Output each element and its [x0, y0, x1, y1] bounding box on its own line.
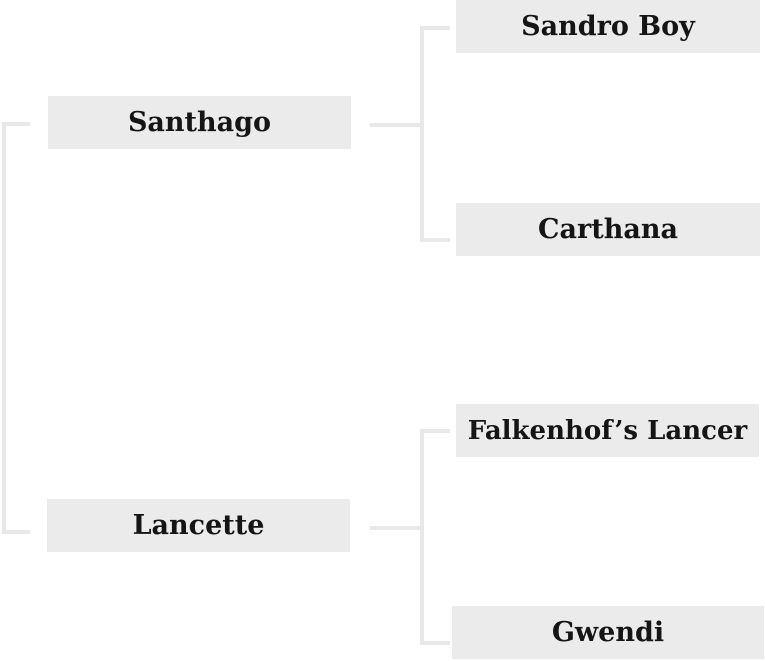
dam-sire-box: Falkenhof’s Lancer: [456, 404, 759, 457]
sire-name: Santhago: [127, 107, 272, 138]
dam-box: Lancette: [47, 499, 350, 552]
dam-sire-name: Falkenhof’s Lancer: [467, 415, 748, 446]
sire-sire-box: Sandro Boy: [456, 0, 760, 53]
sire-sire-name: Sandro Boy: [521, 11, 695, 42]
sire-dam-box: Carthana: [456, 203, 760, 256]
root-bracket: [2, 122, 30, 534]
sire-bracket: [420, 26, 450, 242]
dam-dam-name: Gwendi: [551, 617, 665, 648]
sire-dam-name: Carthana: [538, 214, 678, 245]
sire-box: Santhago: [48, 96, 351, 149]
dam-dam-box: Gwendi: [452, 606, 764, 659]
dam-name: Lancette: [132, 510, 265, 541]
dam-bracket: [420, 429, 450, 645]
